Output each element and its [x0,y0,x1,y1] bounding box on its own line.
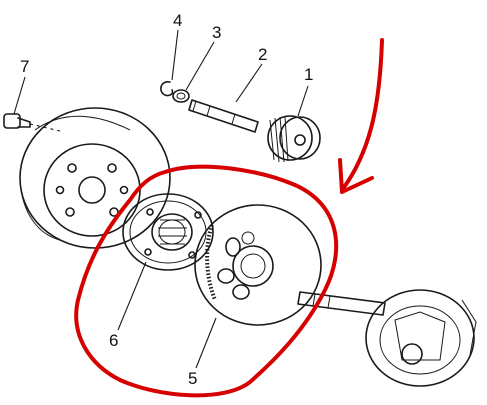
flywheel-rotor [19,107,171,249]
svg-text:6: 6 [109,331,118,350]
red-annotation [74,38,384,398]
svg-text:4: 4 [173,11,182,30]
red-arrow-head [338,158,374,194]
crankshaft [297,289,477,387]
red-freehand-circle [74,164,339,398]
callout-6: 6 [109,261,147,350]
svg-text:7: 7 [20,57,29,76]
callout-3: 3 [185,23,221,91]
callout-4: 4 [171,11,182,81]
red-arrow-shaft [340,38,384,192]
part-1-idler-gear [267,115,321,163]
svg-text:1: 1 [304,65,313,84]
svg-text:2: 2 [258,45,267,64]
part-3-washer [172,89,190,103]
svg-text:3: 3 [212,23,221,42]
part-7-bolt [3,113,61,132]
callout-2: 2 [235,45,267,103]
part-2-shaft [188,99,259,133]
svg-text:5: 5 [188,369,197,388]
callout-7: 7 [13,57,29,115]
part-5-starter-gear [194,204,322,326]
callout-1: 1 [297,65,313,117]
part-6-starter-clutch [122,193,214,271]
part-4-circlip [160,81,174,97]
callout-5: 5 [188,317,217,388]
